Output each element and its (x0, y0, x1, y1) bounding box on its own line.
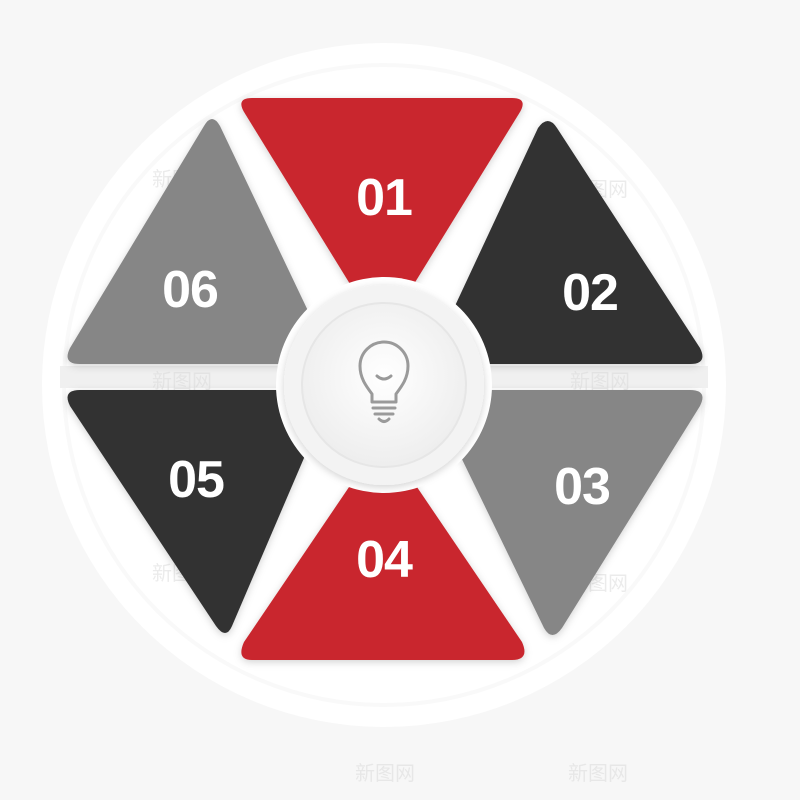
watermark-text: 新图网 (355, 761, 415, 785)
watermark-text: 新图网 (568, 761, 628, 785)
segment-04-label: 04 (356, 531, 413, 589)
lightbulb-icon (358, 340, 410, 423)
segment-06: 06 (67, 119, 321, 364)
segment-01-label: 01 (356, 169, 412, 227)
segment-04: 04 (241, 462, 525, 660)
segment-05-label: 05 (168, 451, 224, 509)
segment-04-shape (241, 462, 525, 660)
segment-05-shape (67, 390, 323, 633)
segment-02-shape (440, 121, 703, 364)
segment-02: 02 (440, 121, 703, 364)
segment-03-shape (440, 390, 703, 635)
hub-center (301, 302, 467, 468)
segment-01: 01 (241, 98, 523, 310)
segment-05: 05 (67, 390, 323, 633)
segment-02-label: 02 (562, 264, 618, 322)
segment-03-label: 03 (554, 458, 610, 516)
segment-06-shape (67, 119, 321, 364)
segment-03: 03 (440, 390, 703, 635)
watermark-text: 新图网 (570, 369, 630, 393)
segment-06-label: 06 (162, 261, 218, 319)
segment-01-shape (241, 98, 523, 310)
watermark-text: 新图网 (152, 369, 212, 393)
